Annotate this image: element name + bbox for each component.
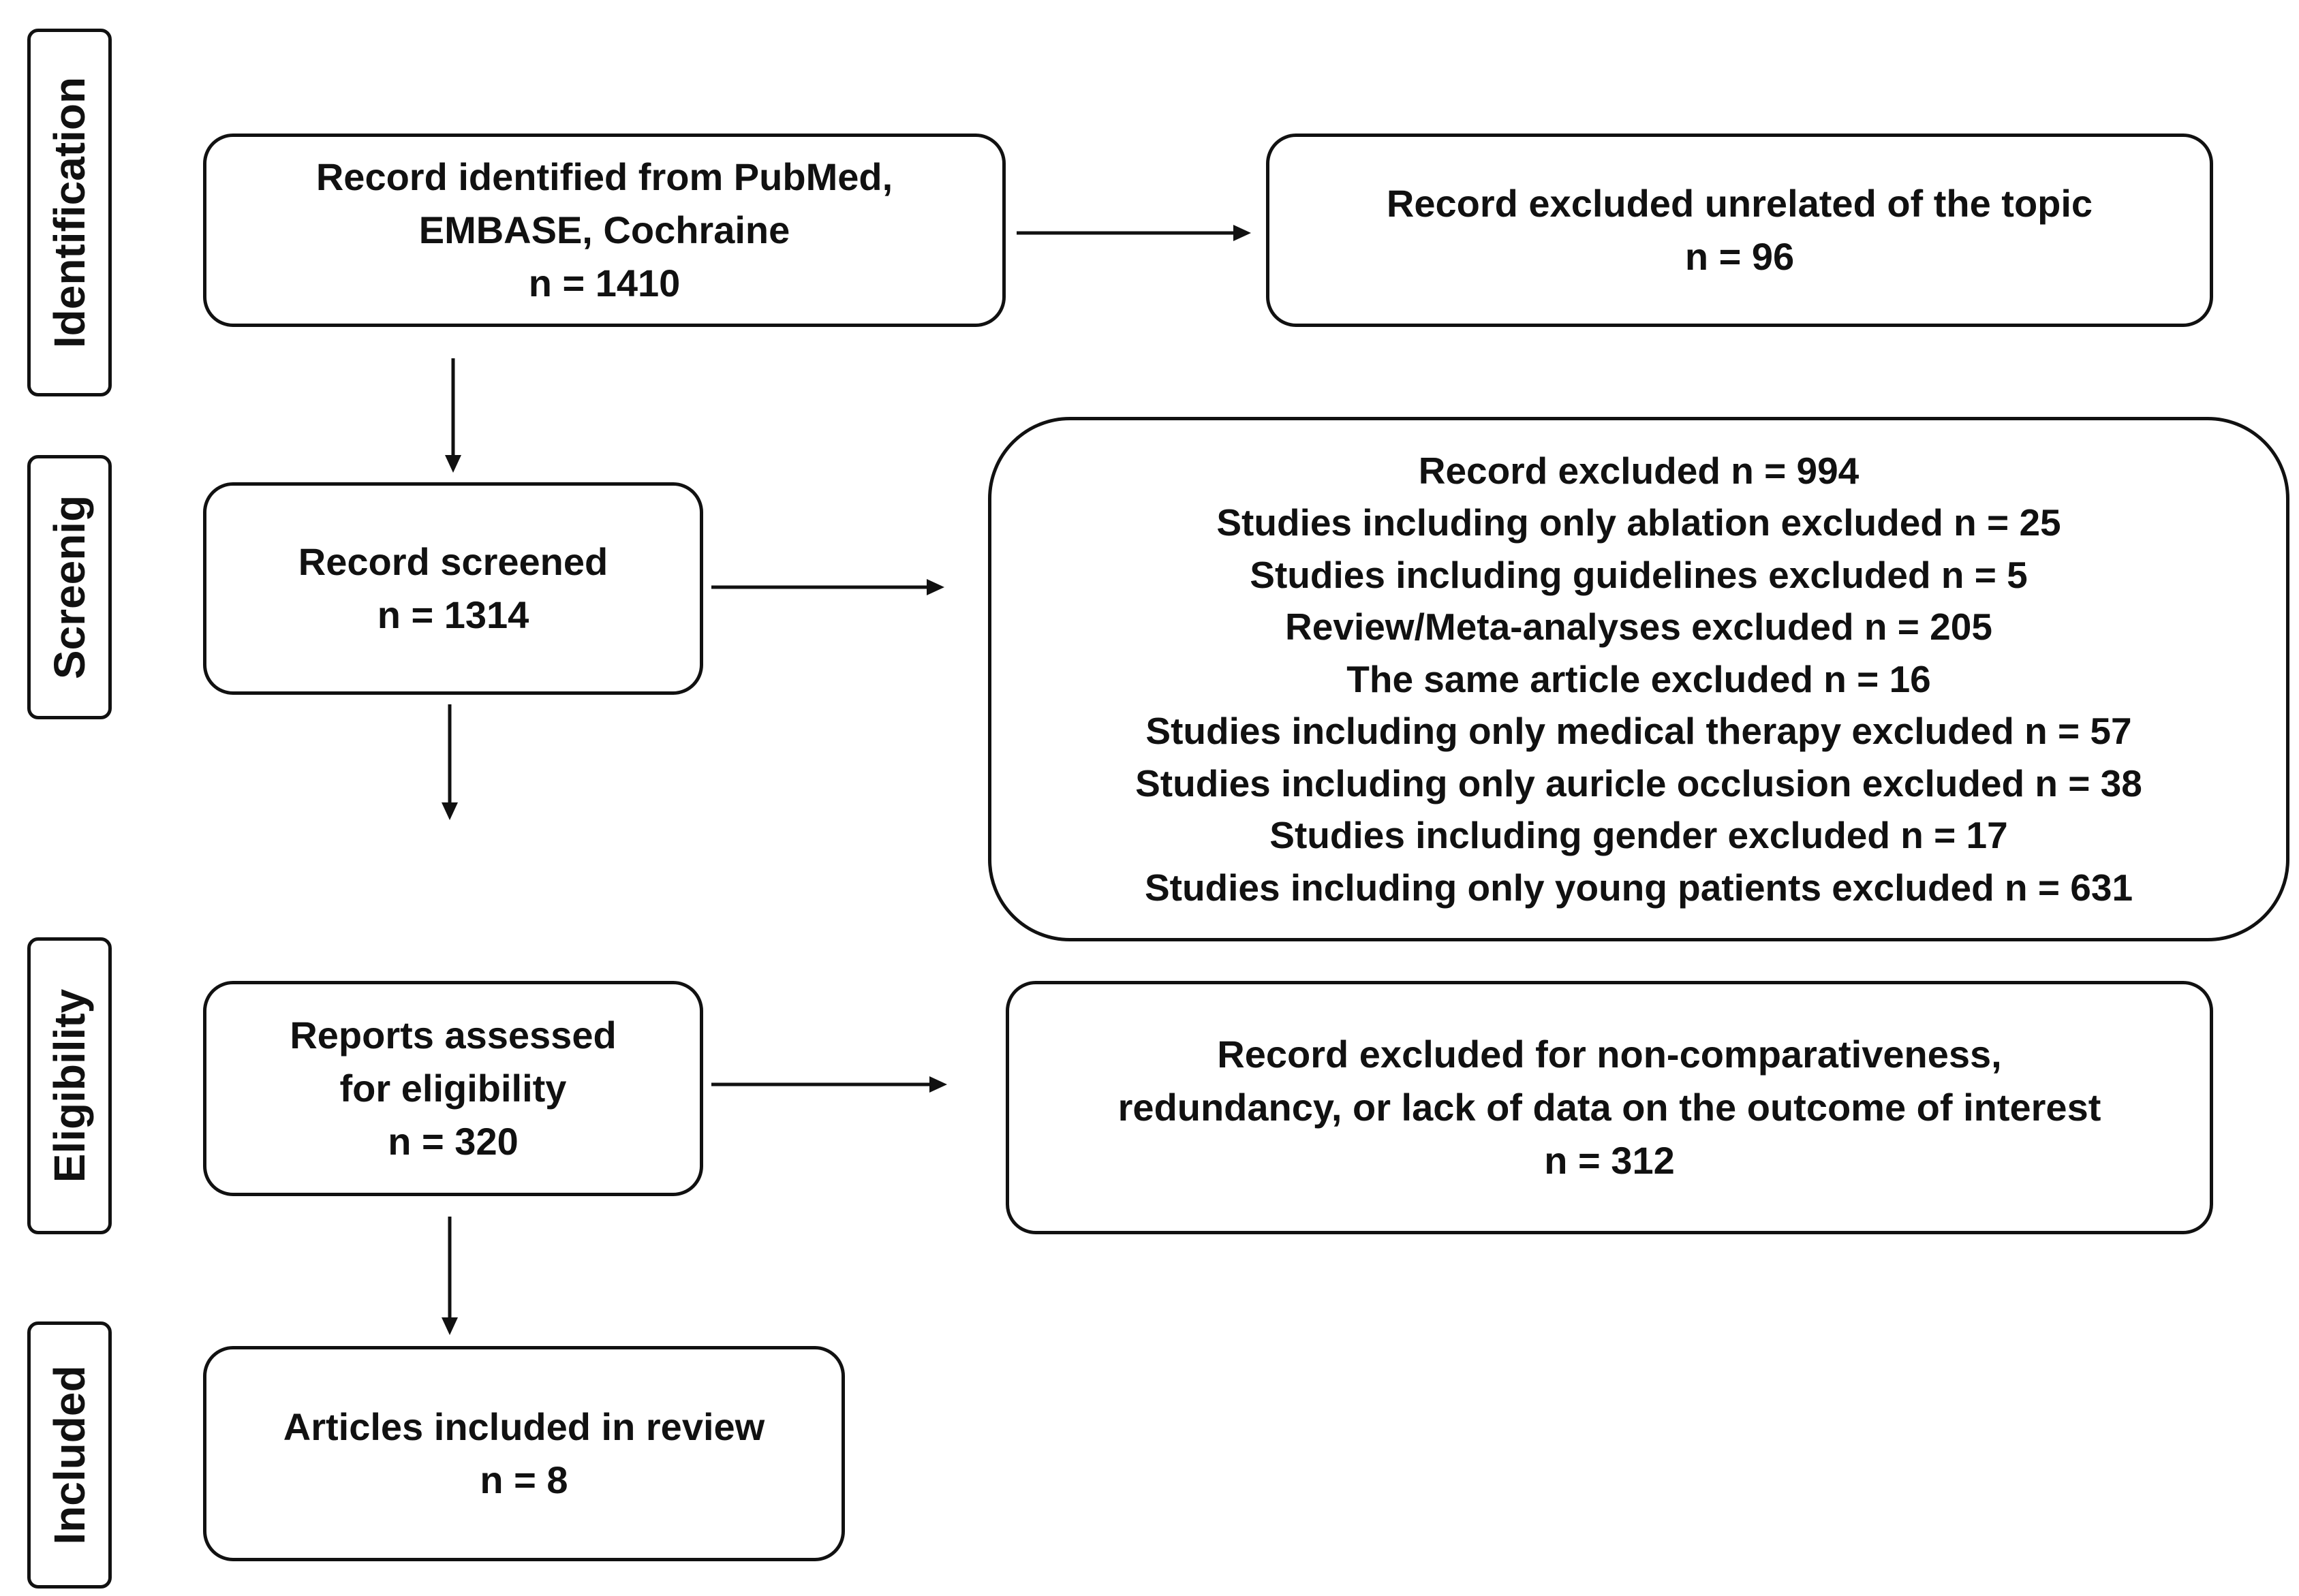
box-line: Studies including only young patients ex… [1144,866,2133,909]
box-line: EMBASE, Cochraine [418,208,790,251]
box-line: Studies including only auricle occlusion… [1135,762,2142,804]
phase-label: Screenig [45,495,94,680]
box-line: Studies including only medical therapy e… [1145,710,2132,753]
arrowhead [1233,225,1251,241]
arrowhead [445,455,461,473]
phase-label: Eligibility [45,988,94,1183]
box-line: n = 96 [1684,235,1795,278]
box-line: Record excluded for non-comparativeness, [1217,1033,2002,1076]
excluded-unrelated-box: Record excluded unrelated of the topic n… [1266,134,2213,327]
arrowhead [442,1317,458,1335]
arrowhead [927,579,944,595]
box-line: for eligibility [339,1067,567,1110]
phase-label: Included [45,1365,94,1545]
box-line: redundancy, or lack of data on the outco… [1117,1086,2101,1129]
phase-identification: Identification [27,29,112,396]
box-line: Record identified from PubMed, [315,155,893,198]
arrowhead [929,1076,947,1093]
identified-box: Record identified from PubMed, EMBASE, C… [203,134,1006,327]
box-line: Record excluded unrelated of the topic [1386,182,2093,225]
phase-included: Included [27,1321,112,1589]
arrowhead [442,802,458,820]
box-line: n = 312 [1544,1139,1675,1182]
box-line: Review/Meta-analyses excluded n = 205 [1285,606,1992,648]
box-line: n = 1410 [528,262,681,304]
excluded-eligibility-box: Record excluded for non-comparativeness,… [1006,981,2213,1234]
included-box: Articles included in review n = 8 [203,1346,845,1561]
box-line: Studies including gender excluded n = 17 [1269,814,2008,857]
box-line: Studies including only ablation excluded… [1216,501,2061,544]
box-line: Record screened [298,540,608,583]
box-line: The same article excluded n = 16 [1346,657,1931,700]
eligibility-box: Reports assessed for eligibility n = 320 [203,981,703,1196]
box-line: Articles included in review [283,1405,765,1448]
box-line: Studies including guidelines excluded n … [1250,553,2028,596]
screened-box: Record screened n = 1314 [203,482,703,695]
phase-screening: Screenig [27,455,112,719]
box-line: Record excluded n = 994 [1418,449,1860,492]
box-line: n = 320 [388,1120,519,1163]
phase-label: Identification [45,76,94,349]
box-line: n = 8 [480,1458,568,1501]
phase-eligibility: Eligibility [27,937,112,1234]
excluded-screening-box: Record excluded n = 994 Studies includin… [988,417,2289,941]
box-line: Reports assessed [290,1014,617,1057]
box-line: n = 1314 [377,593,529,636]
